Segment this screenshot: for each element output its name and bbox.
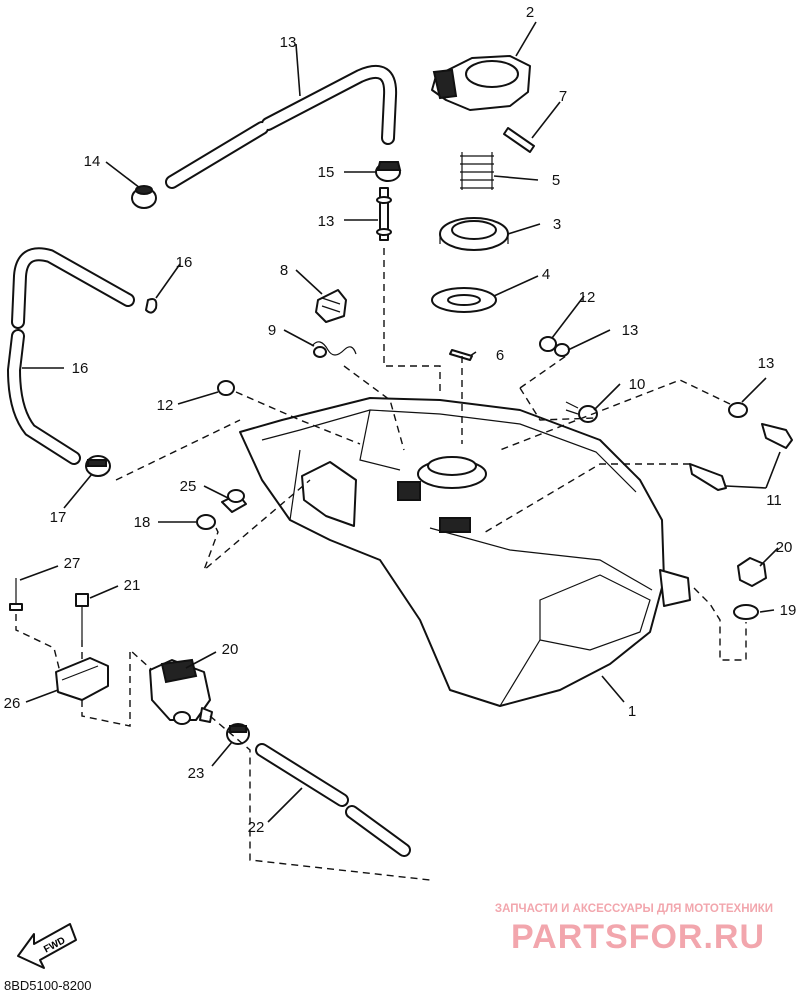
callout-12b: 12	[579, 289, 596, 306]
callout-12a: 12	[157, 397, 174, 414]
callout-13b: 13	[758, 355, 775, 372]
watermark-brand: PARTSFOR.RU	[511, 918, 765, 956]
leader-lines	[19, 21, 781, 823]
callout-6: 6	[496, 347, 504, 364]
callout-9: 9	[268, 322, 276, 339]
cap-gasket	[431, 287, 497, 313]
hose-clip-16-left	[131, 185, 157, 209]
watermark-tagline: ЗАПЧАСТИ И АКСЕССУАРЫ ДЛЯ МОТОТЕХНИКИ	[495, 903, 773, 915]
hose-clip-16-top	[375, 161, 402, 182]
drawing-code: 8BD5100-8200	[4, 978, 91, 993]
washer-13-top	[554, 343, 570, 357]
breather-hose-15	[165, 65, 398, 189]
clip-25	[226, 723, 250, 745]
callout-labels: 2 7 5 3 4 6 13 14 15 13 8 9 16 16 17 12 …	[4, 4, 797, 836]
callout-20b: 19	[780, 602, 797, 619]
callout-15: 13	[280, 34, 297, 51]
callout-24: 22	[248, 819, 265, 836]
callout-11: 11	[766, 492, 782, 509]
washer-20-left	[196, 514, 216, 530]
callout-18: 16	[176, 254, 193, 271]
callout-10: 10	[629, 376, 646, 393]
clip-18	[145, 298, 158, 314]
bolt-26	[221, 489, 247, 513]
bolt-23	[75, 593, 89, 640]
callout-19: 17	[50, 509, 67, 526]
fuel-tank	[239, 397, 691, 707]
callout-5: 5	[552, 172, 560, 189]
callout-25: 23	[188, 765, 205, 782]
collar-12-left	[217, 380, 235, 396]
callout-8: 8	[280, 262, 288, 279]
callout-22: 20	[222, 641, 239, 658]
callout-16a: 14	[84, 153, 101, 170]
breather-pipe-14	[376, 187, 392, 241]
callout-13a: 13	[622, 322, 639, 339]
callout-20a: 18	[134, 514, 151, 531]
callout-7: 7	[559, 88, 567, 105]
screw-28	[9, 578, 23, 611]
fuel-cap	[431, 55, 531, 111]
callout-26: 25	[180, 478, 197, 495]
collar-12-right	[539, 336, 557, 352]
assembly-lines	[15, 248, 747, 881]
watermark: ЗАПЧАСТИ И АКСЕССУАРЫ ДЛЯ МОТОТЕХНИКИ PA…	[495, 903, 773, 956]
callout-2: 2	[526, 4, 534, 21]
callout-28: 27	[64, 555, 81, 572]
fwd-arrow: FWD	[17, 923, 77, 969]
damper-10	[565, 401, 598, 423]
fuel-cock-22	[149, 658, 213, 725]
bracket-27	[55, 657, 109, 701]
nut-21	[737, 557, 767, 587]
washer-20-right	[733, 604, 759, 620]
small-pin	[449, 349, 473, 361]
callout-23: 21	[124, 577, 141, 594]
callout-1: 1	[628, 703, 636, 720]
callout-4: 4	[542, 266, 550, 283]
fuel-hose-24	[255, 743, 411, 857]
damper-8	[315, 289, 347, 323]
washer-13-right	[728, 402, 748, 418]
callout-21: 20	[776, 539, 793, 556]
callout-27: 26	[4, 695, 21, 712]
callout-17: 16	[72, 360, 89, 377]
cap-seal	[439, 217, 509, 251]
callout-3: 3	[553, 216, 561, 233]
overflow-hose-17	[6, 247, 135, 465]
bolt-11	[689, 423, 793, 491]
callout-14: 13	[318, 213, 335, 230]
cap-spring	[460, 152, 494, 190]
spring-clip-9	[311, 341, 357, 358]
cap-pin	[503, 127, 535, 153]
callout-16b: 15	[318, 164, 335, 181]
clip-19	[85, 455, 111, 477]
